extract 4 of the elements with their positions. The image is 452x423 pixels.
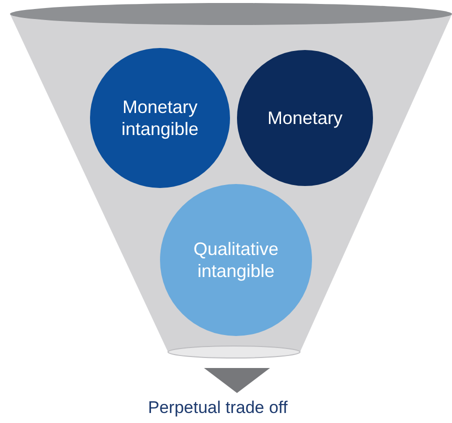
circle-label: Qualitative intangible — [192, 238, 280, 282]
circle-label: Monetary — [267, 106, 343, 130]
circle-label: Monetary intangible — [120, 96, 200, 140]
outcome-label: Perpetual trade off — [148, 398, 288, 418]
